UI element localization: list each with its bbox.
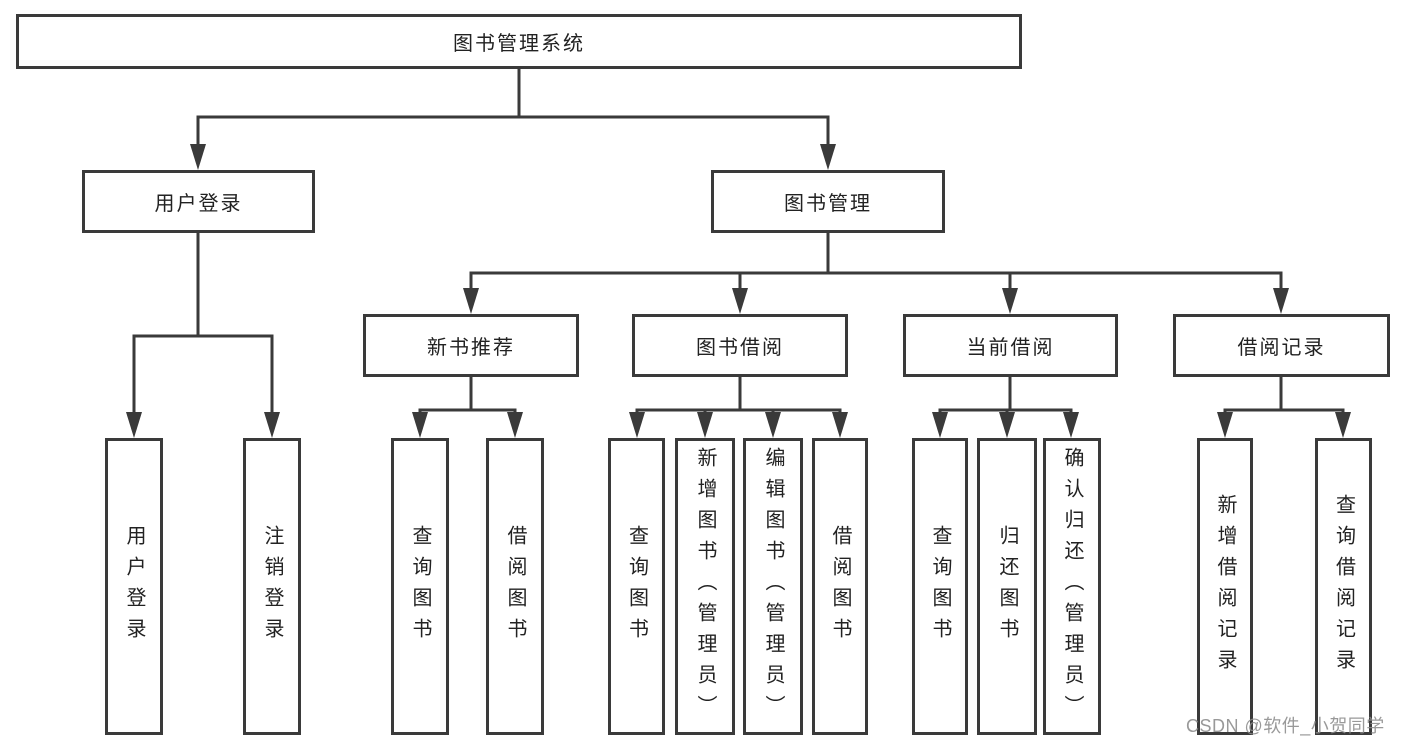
node-label: 借阅图书 (504, 524, 526, 649)
node-label: 用户登录 (123, 524, 145, 649)
node-label: 注销登录 (261, 524, 283, 649)
csdn-watermark: CSDN @软件_小贺同学 (1186, 716, 1385, 736)
node-book-management: 图书管理 (711, 170, 945, 233)
node-label: 编辑图书（管理员） (762, 447, 784, 726)
node-label: 图书管理 (784, 193, 872, 215)
node-label: 图书管理系统 (453, 33, 585, 55)
arrowhead-icons (126, 144, 1351, 438)
node-label: 查询借阅记录 (1332, 493, 1355, 680)
leaf-user-login: 用户登录 (105, 438, 163, 735)
leaf-recommend-query-books: 查询图书 (391, 438, 449, 735)
node-label: 归还图书 (996, 524, 1018, 649)
node-label: 新书推荐 (427, 337, 515, 359)
node-label: 借阅图书 (829, 524, 851, 649)
leaf-current-return-books: 归还图书 (977, 438, 1037, 735)
leaf-current-confirm-return-admin: 确认归还（管理员） (1043, 438, 1101, 735)
node-label: 新增借阅记录 (1214, 493, 1236, 680)
node-label: 确认归还（管理员） (1061, 447, 1083, 726)
node-label: 查询图书 (929, 524, 951, 649)
leaf-borrowing-edit-books-admin: 编辑图书（管理员） (743, 438, 803, 735)
leaf-recommend-borrow-books: 借阅图书 (486, 438, 544, 735)
leaf-current-query-books: 查询图书 (912, 438, 968, 735)
node-current-borrowing: 当前借阅 (903, 314, 1118, 377)
node-borrowing-records: 借阅记录 (1173, 314, 1390, 377)
node-library-management-system: 图书管理系统 (16, 14, 1022, 69)
node-label: 用户登录 (154, 193, 243, 215)
node-user-login: 用户登录 (82, 170, 315, 233)
node-book-borrowing: 图书借阅 (632, 314, 848, 377)
leaf-records-query-record: 查询借阅记录 (1315, 438, 1372, 735)
leaf-borrowing-add-books-admin: 新增图书（管理员） (675, 438, 735, 735)
leaf-borrowing-borrow-books: 借阅图书 (812, 438, 868, 735)
node-label: 查询图书 (409, 524, 431, 649)
node-new-book-recommendation: 新书推荐 (363, 314, 579, 377)
leaf-logout: 注销登录 (243, 438, 301, 735)
leaf-records-add-record: 新增借阅记录 (1197, 438, 1253, 735)
node-label: 新增图书（管理员） (694, 447, 716, 726)
node-label: 查询图书 (625, 524, 648, 649)
node-label: 图书借阅 (696, 337, 784, 359)
leaf-borrowing-query-books: 查询图书 (608, 438, 665, 735)
node-label: 当前借阅 (966, 337, 1055, 359)
node-label: 借阅记录 (1237, 337, 1326, 359)
